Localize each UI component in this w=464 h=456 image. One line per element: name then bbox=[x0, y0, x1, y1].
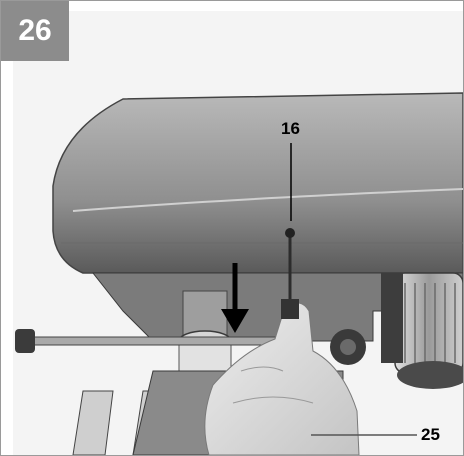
callout-25: 25 bbox=[421, 425, 440, 444]
figure-number-badge: 26 bbox=[1, 1, 69, 61]
drill-press-photo bbox=[13, 11, 463, 455]
callout-16: 16 bbox=[281, 119, 300, 138]
